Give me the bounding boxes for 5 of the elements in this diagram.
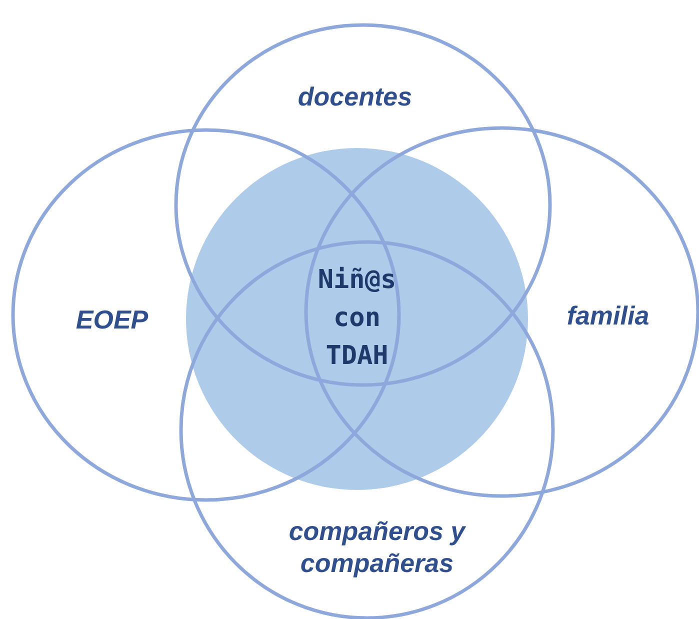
group-label: EOEP (76, 304, 148, 336)
group-label: compañeros y compañeras (288, 515, 467, 579)
group-label: familia (566, 300, 650, 332)
center-label: Niñ@s con TDAH (316, 264, 398, 373)
group-label: docentes (298, 82, 412, 112)
